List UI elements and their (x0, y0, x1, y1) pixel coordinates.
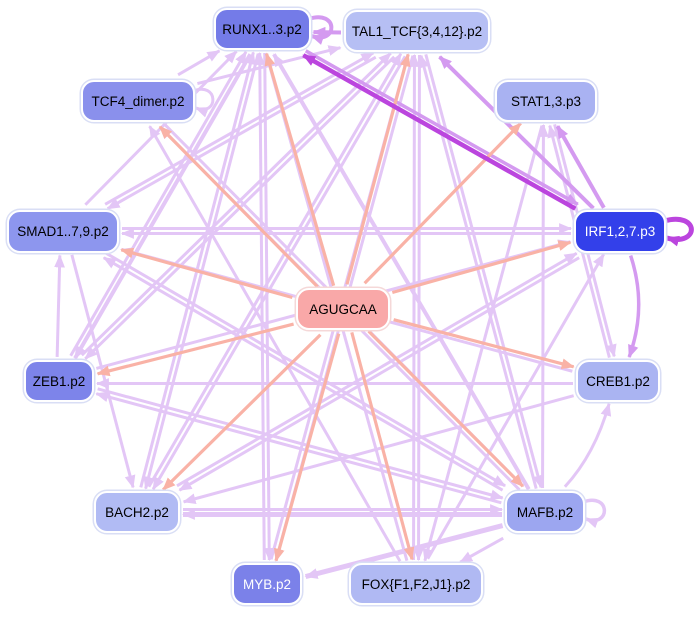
node-bach2[interactable]: BACH2.p2 (94, 491, 180, 533)
node-stat1-3-label: STAT1,3.p3 (510, 93, 582, 109)
node-fox[interactable]: FOX{F1,F2,J1}.p2 (349, 563, 483, 605)
node-irf1-2-7[interactable]: IRF1,2,7.p3 (574, 209, 666, 253)
node-creb1[interactable]: CREB1.p2 (576, 360, 660, 402)
node-bach2-label: BACH2.p2 (105, 504, 169, 520)
node-irf1-2-7-label: IRF1,2,7.p3 (584, 223, 656, 239)
node-zeb1[interactable]: ZEB1.p2 (24, 360, 94, 402)
node-zeb1-label: ZEB1.p2 (32, 373, 86, 389)
node-mafb-label: MAFB.p2 (516, 504, 574, 520)
node-tcf4-dimer-label: TCF4_dimer.p2 (91, 93, 185, 109)
node-runx1-3[interactable]: RUNX1..3.p2 (213, 8, 311, 50)
node-smad1-7-9[interactable]: SMAD1..7,9.p2 (7, 209, 119, 253)
node-myb-label: MYB.p2 (242, 576, 292, 592)
node-mafb[interactable]: MAFB.p2 (505, 491, 585, 533)
node-creb1-label: CREB1.p2 (586, 373, 650, 389)
node-stat1-3[interactable]: STAT1,3.p3 (495, 80, 597, 122)
node-motif-agugcaa-label: AGUGCAA (309, 301, 377, 317)
node-runx1-3-label: RUNX1..3.p2 (222, 21, 302, 37)
node-fox-label: FOX{F1,F2,J1}.p2 (361, 576, 471, 592)
node-myb[interactable]: MYB.p2 (232, 563, 302, 605)
node-tal1-tcf[interactable]: TAL1_TCF{3,4,12}.p2 (344, 10, 490, 52)
node-tcf4-dimer[interactable]: TCF4_dimer.p2 (81, 80, 195, 122)
node-motif-agugcaa[interactable]: AGUGCAA (296, 288, 390, 330)
node-smad1-7-9-label: SMAD1..7,9.p2 (17, 223, 109, 239)
node-tal1-tcf-label: TAL1_TCF{3,4,12}.p2 (351, 23, 483, 39)
